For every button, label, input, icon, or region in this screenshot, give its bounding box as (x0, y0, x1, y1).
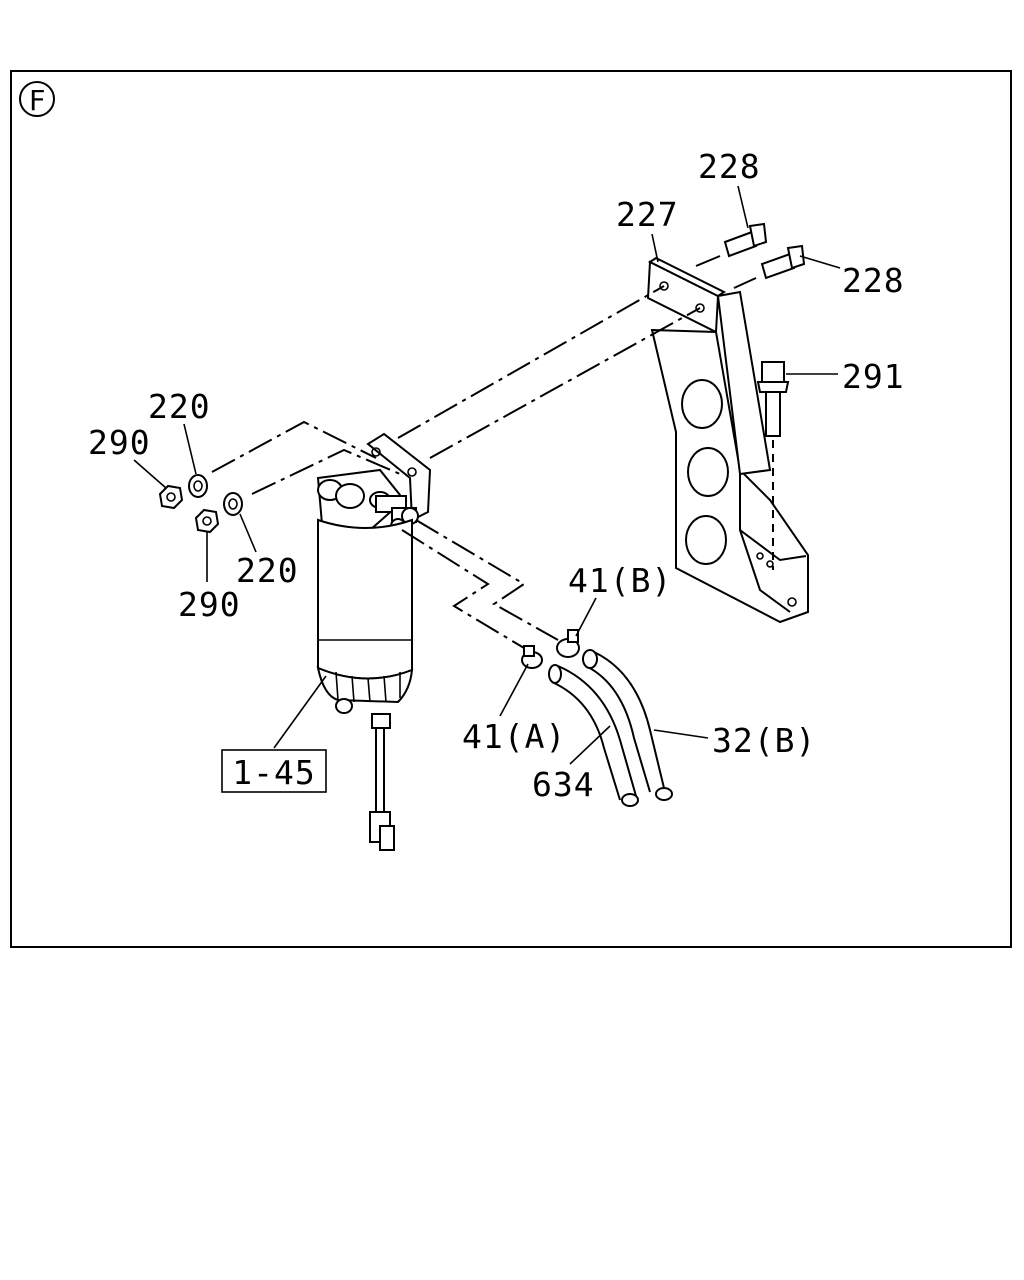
leader-1-45 (273, 675, 327, 749)
view-marker: F (19, 81, 55, 117)
leader-227 (651, 233, 659, 263)
centerline-hose-upper (415, 519, 559, 641)
nut-290-bottom (194, 508, 220, 534)
nut-290-top (158, 484, 184, 510)
callout-634: 634 (532, 765, 595, 804)
mounting-bracket (646, 256, 809, 624)
centerline-washer-top (211, 420, 377, 473)
washer-220-bottom (223, 492, 243, 516)
callout-1-45: 1-45 (232, 753, 315, 792)
leader-228-top (737, 185, 749, 229)
bolt-228-top (695, 222, 768, 267)
callout-220-top: 220 (148, 387, 211, 426)
fuel-filter (316, 432, 432, 851)
leader-41b (575, 597, 597, 637)
leader-290-top (133, 459, 167, 489)
callout-220-bottom: 220 (236, 551, 299, 590)
leader-41a (499, 663, 529, 717)
callout-41a: 41(A) (462, 717, 566, 756)
diagram-frame (10, 70, 1012, 948)
leader-220-top (183, 423, 197, 475)
leader-32b (653, 729, 709, 739)
callout-290-top: 290 (88, 423, 151, 462)
clamp-41b (556, 629, 580, 658)
callout-228-top: 228 (698, 147, 761, 186)
centerline-washer-bottom (251, 448, 401, 495)
centerline-hose-lower (401, 529, 525, 649)
hose-634 (548, 664, 639, 807)
callout-291: 291 (842, 357, 905, 396)
leader-634 (569, 725, 611, 765)
leader-228-right (799, 255, 841, 269)
callout-32b: 32(B) (712, 721, 816, 760)
washer-220-top (188, 474, 208, 498)
bolt-228-right (733, 244, 806, 289)
callout-227: 227 (616, 195, 679, 234)
bolt-291 (756, 361, 790, 570)
centerline-upper (397, 285, 665, 439)
callout-41b: 41(B) (568, 561, 672, 600)
callout-290-bottom: 290 (178, 585, 241, 624)
leader-220-bottom (239, 513, 257, 553)
reference-box-1-45[interactable]: 1-45 (221, 749, 327, 793)
hose-32b (582, 649, 673, 801)
view-marker-letter: F (29, 84, 46, 117)
centerline-lower (429, 307, 701, 459)
callout-228-right: 228 (842, 261, 905, 300)
clamp-41a (521, 645, 543, 669)
